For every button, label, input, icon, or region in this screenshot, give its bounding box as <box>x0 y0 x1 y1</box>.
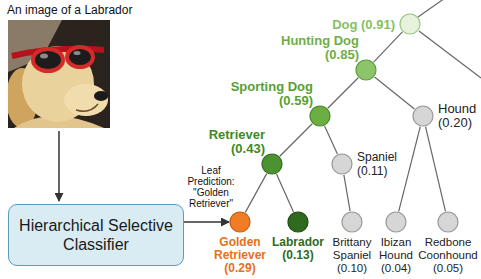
tree-node: Hound (0.20) <box>412 105 434 127</box>
goggle-lens <box>67 47 93 67</box>
node-circle <box>341 211 363 233</box>
node-circle <box>413 106 433 126</box>
node-circle <box>261 153 283 175</box>
tree-edge <box>276 174 293 212</box>
classifier-label: Hierarchical Selective Classifier <box>15 216 177 254</box>
node-circle <box>230 212 250 232</box>
classifier-box: Hierarchical Selective Classifier <box>8 204 184 266</box>
class-label: Dog (0.91) <box>332 17 395 32</box>
node-circle <box>385 211 407 233</box>
node-circle <box>437 211 459 233</box>
node-circle <box>229 211 251 233</box>
class-label: Spaniel (0.11) <box>357 150 397 178</box>
class-label: Redbone Coonhound (0.05) <box>418 236 477 275</box>
dog-nose <box>94 91 108 101</box>
goggle-lens <box>33 49 63 71</box>
node-circle <box>331 153 353 175</box>
node-circle <box>310 106 330 126</box>
node-circle <box>399 13 421 35</box>
class-label: Hunting Dog (0.85) <box>279 34 359 62</box>
node-circle <box>342 212 362 232</box>
node-circle <box>386 212 406 232</box>
node-circle <box>332 154 352 174</box>
tree-branch <box>419 31 481 78</box>
class-label: Retriever (0.43) <box>209 128 265 156</box>
prediction-arrow <box>184 221 229 223</box>
class-label: Labrador (0.13) <box>271 236 326 262</box>
node-circle <box>287 211 309 233</box>
tree-edge <box>374 32 403 62</box>
input-arrow <box>58 131 60 201</box>
tree-branch <box>418 0 448 17</box>
tree-edge <box>426 127 446 212</box>
node-circle <box>355 59 377 81</box>
tree-edge <box>325 126 338 154</box>
tree-node: Ibizan Hound (0.04) <box>385 211 407 233</box>
node-circle <box>438 212 458 232</box>
tree-node: Hunting Dog (0.85) <box>355 59 377 81</box>
dog-mouth <box>76 104 98 111</box>
tree-node: Labrador (0.13) <box>287 211 309 233</box>
tree-edge <box>328 78 358 108</box>
tree-node: Golden Retriever (0.29) <box>229 211 251 233</box>
tree-edge <box>245 174 266 213</box>
tree-node: Brittany Spaniel (0.10) <box>341 211 363 233</box>
edge-label: Leaf Prediction: "Golden Retriever" <box>184 165 238 209</box>
tree-node: Sporting Dog (0.59) <box>309 105 331 127</box>
image-caption: An image of a Labrador <box>7 3 132 17</box>
tree-edge <box>375 77 415 109</box>
dog-muzzle <box>64 84 108 116</box>
node-circle <box>356 60 376 80</box>
node-circle <box>309 105 331 127</box>
tree-edge <box>280 124 312 156</box>
tree-edge <box>344 175 350 211</box>
tree-node: Spaniel (0.11) <box>331 153 353 175</box>
lens-glint <box>40 54 48 59</box>
dog-photo <box>8 20 110 128</box>
class-label: Brittany Spaniel (0.10) <box>333 236 372 275</box>
class-label: Golden Retriever (0.29) <box>214 236 266 275</box>
node-circle <box>412 105 434 127</box>
lens-glint <box>74 51 81 55</box>
class-label: Sporting Dog (0.59) <box>228 80 313 108</box>
tree-edge <box>399 127 421 212</box>
tree-node: Redbone Coonhound (0.05) <box>437 211 459 233</box>
node-circle <box>400 14 420 34</box>
node-circle <box>288 212 308 232</box>
class-label: Hound (0.20) <box>438 102 476 130</box>
tree-node: Retriever (0.43) <box>261 153 283 175</box>
photo-wall <box>8 20 62 72</box>
class-label: Ibizan Hound (0.04) <box>379 236 413 275</box>
tree-node: Dog (0.91) <box>399 13 421 35</box>
node-circle <box>262 154 282 174</box>
